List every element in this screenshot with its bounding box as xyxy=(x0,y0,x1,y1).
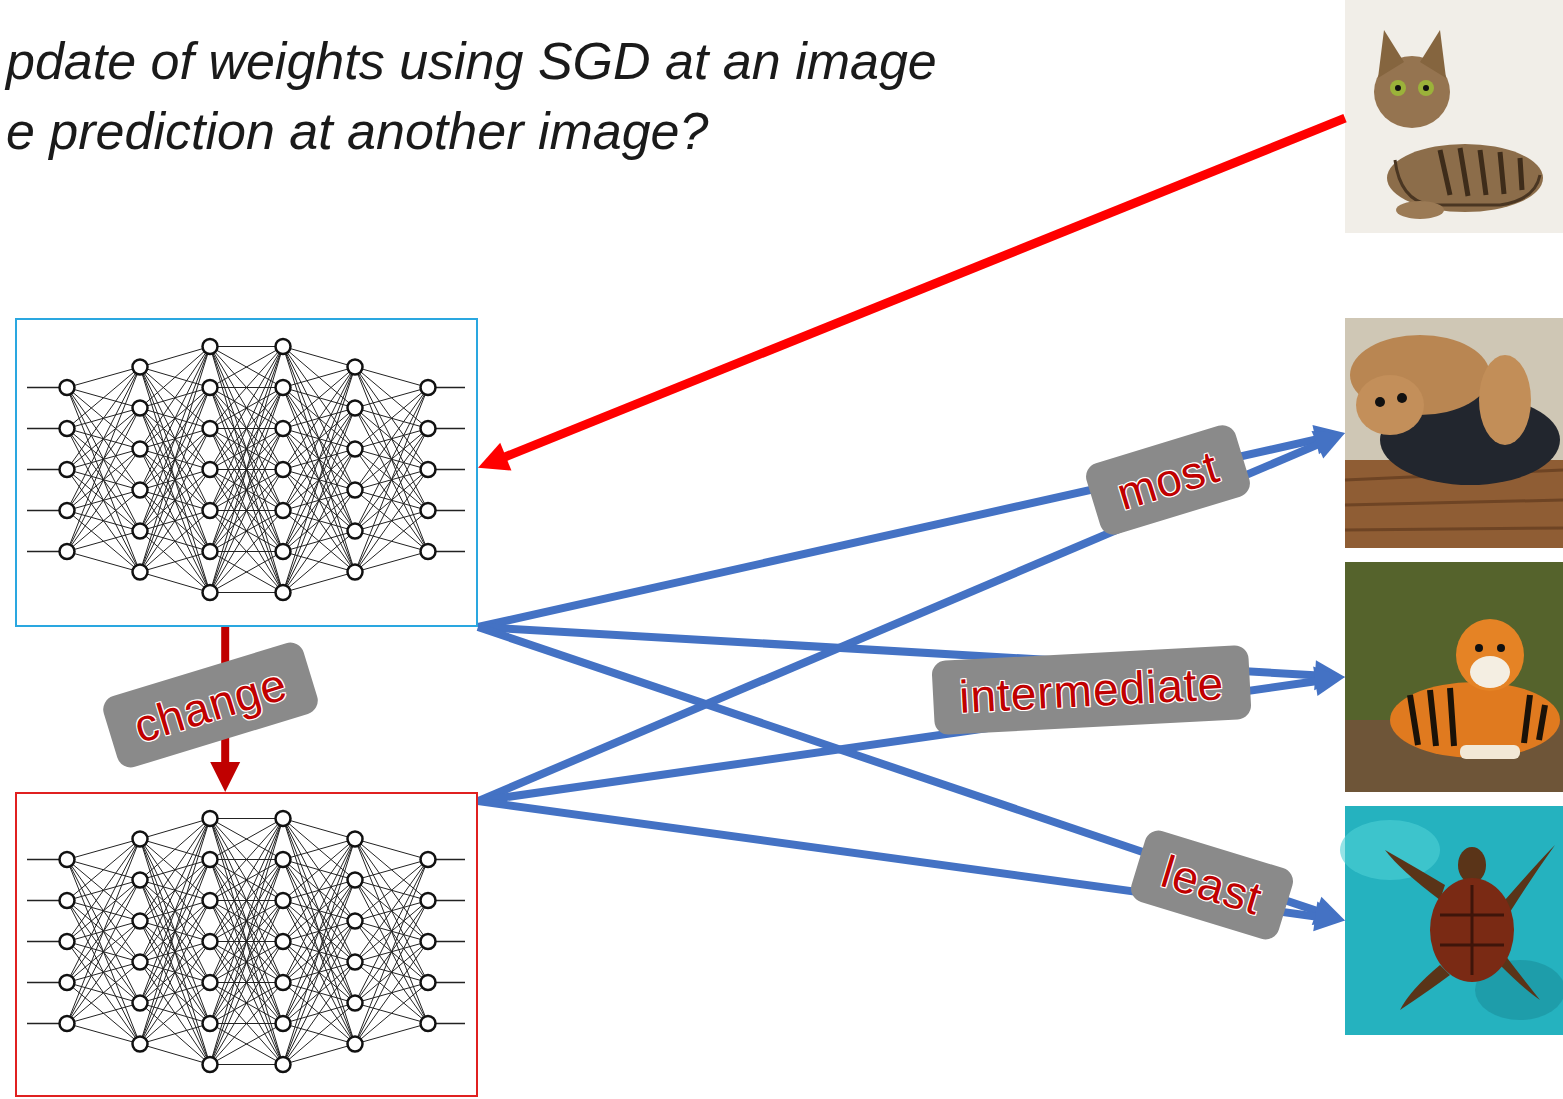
cat-photo xyxy=(1345,318,1563,548)
cat-photo xyxy=(1345,0,1563,233)
network-box xyxy=(15,318,478,627)
image-tile xyxy=(1345,0,1563,233)
edge-label: least xyxy=(1127,827,1296,943)
image-tile xyxy=(1345,806,1563,1035)
neural-network xyxy=(27,339,465,600)
edge-label: most xyxy=(1083,422,1254,538)
tiger-photo xyxy=(1345,562,1563,792)
edge-label: intermediate xyxy=(932,645,1253,735)
neural-network xyxy=(27,811,465,1072)
image-tile xyxy=(1345,562,1563,792)
arrow-connector xyxy=(478,118,1345,470)
edge-label: change xyxy=(99,639,320,771)
heading: pdate of weights using SGD at an image e… xyxy=(6,26,956,166)
image-tile xyxy=(1345,318,1563,548)
turtle-photo xyxy=(1340,806,1563,1035)
network-box xyxy=(15,792,478,1097)
